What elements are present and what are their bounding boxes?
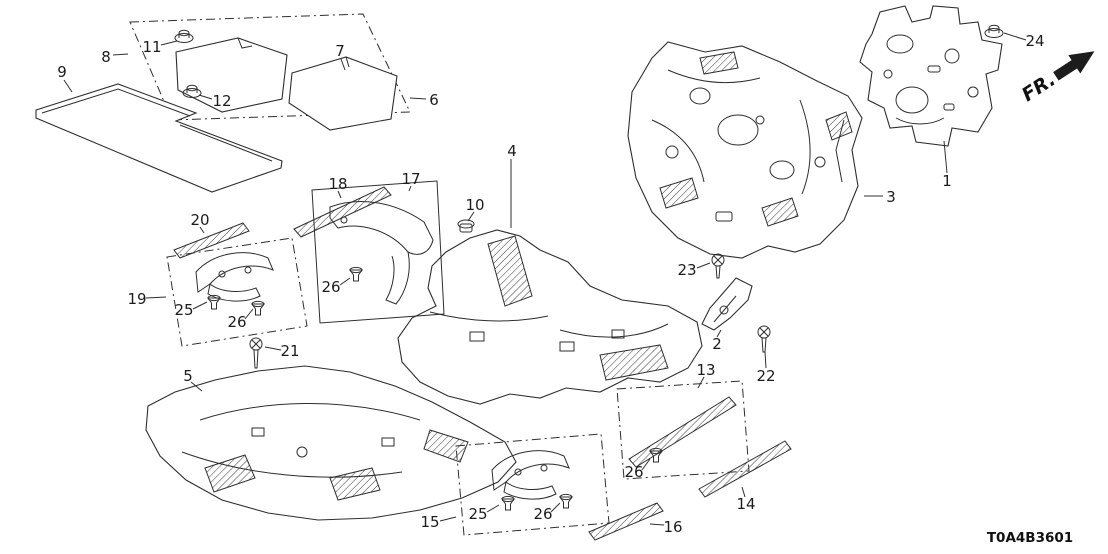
callout-label-12: 12 [212,92,231,110]
callout-label-15: 15 [420,513,439,531]
upper-mats-assembly [35,13,411,193]
grommet-12-icon [182,84,202,98]
callout-label-22: 22 [756,367,775,385]
callout-label-3: 3 [886,188,896,206]
callout-label-26c: 26 [624,463,643,481]
callout-label-25b: 25 [468,505,487,523]
clip-26-icon-a [251,300,265,316]
part-3-details [651,51,853,227]
callout-label-13: 13 [696,361,715,379]
callout-label-14: 14 [736,495,755,513]
part-20-strip [173,222,250,259]
callout-label-26b: 26 [321,278,340,296]
callout-label-16: 16 [663,518,682,536]
callout-label-9: 9 [57,63,67,81]
callout-labels: 11 8 9 12 7 6 24 1 3 4 10 17 18 20 19 25… [57,32,1044,536]
clip-25-icon-a [207,294,221,310]
bolt-21-icon [249,337,263,369]
fr-arrow-icon [1053,51,1095,81]
callout-label-7: 7 [335,42,345,60]
bolt-22-icon [757,325,771,353]
part-4-details [429,235,669,381]
assembly-box-19 [166,237,308,347]
clip-26-icon-d [559,493,573,509]
grommet-11-icon [174,29,194,43]
part-5-floor-mat [145,365,517,521]
part-1-panel [859,5,1003,147]
callout-label-25a: 25 [174,301,193,319]
callout-label-26d: 26 [533,505,552,523]
part-3-insulator [627,41,863,259]
callout-label-2: 2 [712,335,722,353]
callout-label-5: 5 [183,367,193,385]
callout-label-4: 4 [507,142,517,160]
clip-10-icon [457,219,475,233]
part-14-strip [698,440,792,498]
clip-25-icon-b [501,495,515,511]
callout-label-21: 21 [280,342,299,360]
callout-label-11: 11 [142,38,161,56]
part-13-strip [628,396,737,468]
bolt-23-icon [711,253,725,279]
diagram-code: T0A4B3601 [987,530,1073,546]
part-2-bracket [701,277,753,331]
assembly-box-6-8 [129,13,411,121]
assembly-box-17 [311,180,445,324]
part-18-strip [293,186,392,238]
callout-label-19: 19 [127,290,146,308]
leader-lines [63,32,1027,526]
callout-label-24: 24 [1025,32,1044,50]
part-15-bracket [491,450,570,500]
callout-label-10: 10 [465,196,484,214]
part-8-mat [175,37,288,113]
callout-label-6: 6 [429,91,439,109]
grommet-24-icon [984,24,1004,38]
fr-direction-indicator: FR. [1018,51,1095,107]
callout-label-17: 17 [401,170,420,188]
part-16-strip [588,502,664,541]
callout-label-26a: 26 [227,313,246,331]
part-1-details [883,34,979,125]
clip-26-icon-c [649,447,663,463]
callout-label-8: 8 [101,48,111,66]
part-17-garnish [329,201,434,305]
callout-label-1: 1 [942,172,952,190]
part-7-mat [288,56,398,131]
clip-26-icon-b [349,266,363,282]
fr-label: FR. [1018,69,1059,107]
part-9-mat [35,83,283,193]
part-19-bracket [195,252,274,302]
callout-label-18: 18 [328,175,347,193]
callout-label-23: 23 [677,261,696,279]
callout-label-20: 20 [190,211,209,229]
part-4-floor-mat [397,229,703,405]
assembly-box-15 [455,433,610,536]
